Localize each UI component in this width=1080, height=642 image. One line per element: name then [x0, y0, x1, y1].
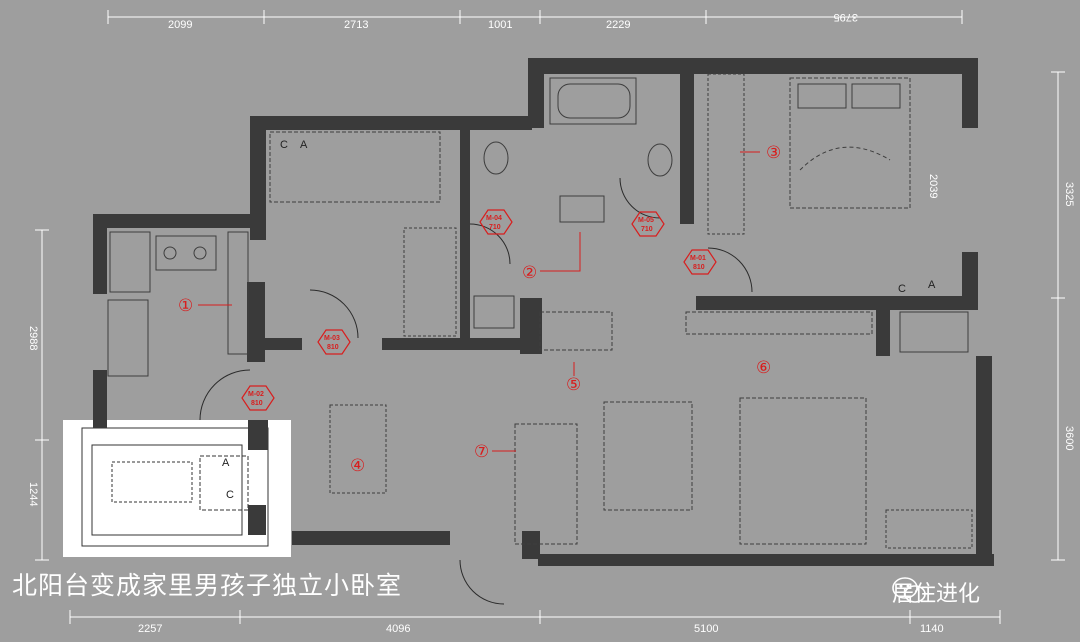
balcony-furniture — [81, 427, 269, 547]
door-tag-m03: M-03 810 — [324, 335, 340, 351]
room-marker-7: ⑦ — [474, 442, 489, 462]
dim-bottom-3: 5100 — [694, 623, 718, 635]
room-marker-1: ① — [178, 296, 193, 316]
dim-top-1: 2099 — [168, 19, 192, 31]
dim-top-4: 2229 — [606, 19, 630, 31]
room-marker-3: ③ — [766, 143, 781, 163]
door-code-m02: M-02 — [248, 391, 264, 398]
tag-a-1: A — [300, 139, 308, 151]
dim-right-2: 3600 — [1063, 426, 1075, 450]
door-tag-shapes — [241, 209, 717, 411]
tag-a-2: A — [928, 279, 936, 291]
room-marker-4: ④ — [350, 456, 365, 476]
walls — [93, 58, 994, 566]
tag-c-1: C — [280, 139, 288, 151]
room-leaders — [198, 151, 760, 452]
door-width-m01: 810 — [693, 264, 705, 271]
dim-right-1: 3325 — [1063, 182, 1075, 206]
door-tag-m05: M-05 710 — [638, 217, 654, 233]
door-swings — [199, 177, 753, 605]
door-width-m02: 810 — [251, 400, 263, 407]
brand-watermark: 居住进化 — [892, 576, 980, 608]
door-code-m04: M-04 — [486, 215, 502, 222]
door-code-m03: M-03 — [324, 335, 340, 342]
tag-a-3: A — [222, 457, 230, 469]
tag-c-3: C — [226, 489, 234, 501]
dim-inner: 2039 — [927, 174, 939, 198]
door-code-m05: M-05 — [638, 217, 654, 224]
wechat-icon — [892, 577, 926, 603]
door-width-m05: 710 — [641, 226, 653, 233]
dim-top-2: 2713 — [344, 19, 368, 31]
dim-bottom-2: 4096 — [386, 623, 410, 635]
door-tag-m01: M-01 810 — [690, 255, 706, 271]
dim-top-3: 1001 — [488, 19, 512, 31]
dim-bottom-1: 2257 — [138, 623, 162, 635]
room-marker-2: ② — [522, 263, 537, 283]
door-code-m01: M-01 — [690, 255, 706, 262]
tag-c-2: C — [898, 283, 906, 295]
dim-bottom-4: 1140 — [920, 623, 944, 635]
door-tag-m02: M-02 810 — [248, 391, 264, 407]
plan-caption: 北阳台变成家里男孩子独立小卧室 — [12, 571, 403, 600]
door-width-m04: 710 — [489, 224, 501, 231]
dimension-lines — [35, 10, 1065, 624]
room-marker-5: ⑤ — [566, 375, 581, 395]
door-tag-m04: M-04 710 — [486, 215, 502, 231]
room-marker-6: ⑥ — [756, 358, 771, 378]
dim-left-2: 1244 — [27, 482, 39, 506]
door-width-m03: 810 — [327, 344, 339, 351]
dim-left-1: 2988 — [27, 326, 39, 350]
furniture — [107, 73, 973, 549]
dim-top-5: 3795 — [834, 11, 858, 23]
